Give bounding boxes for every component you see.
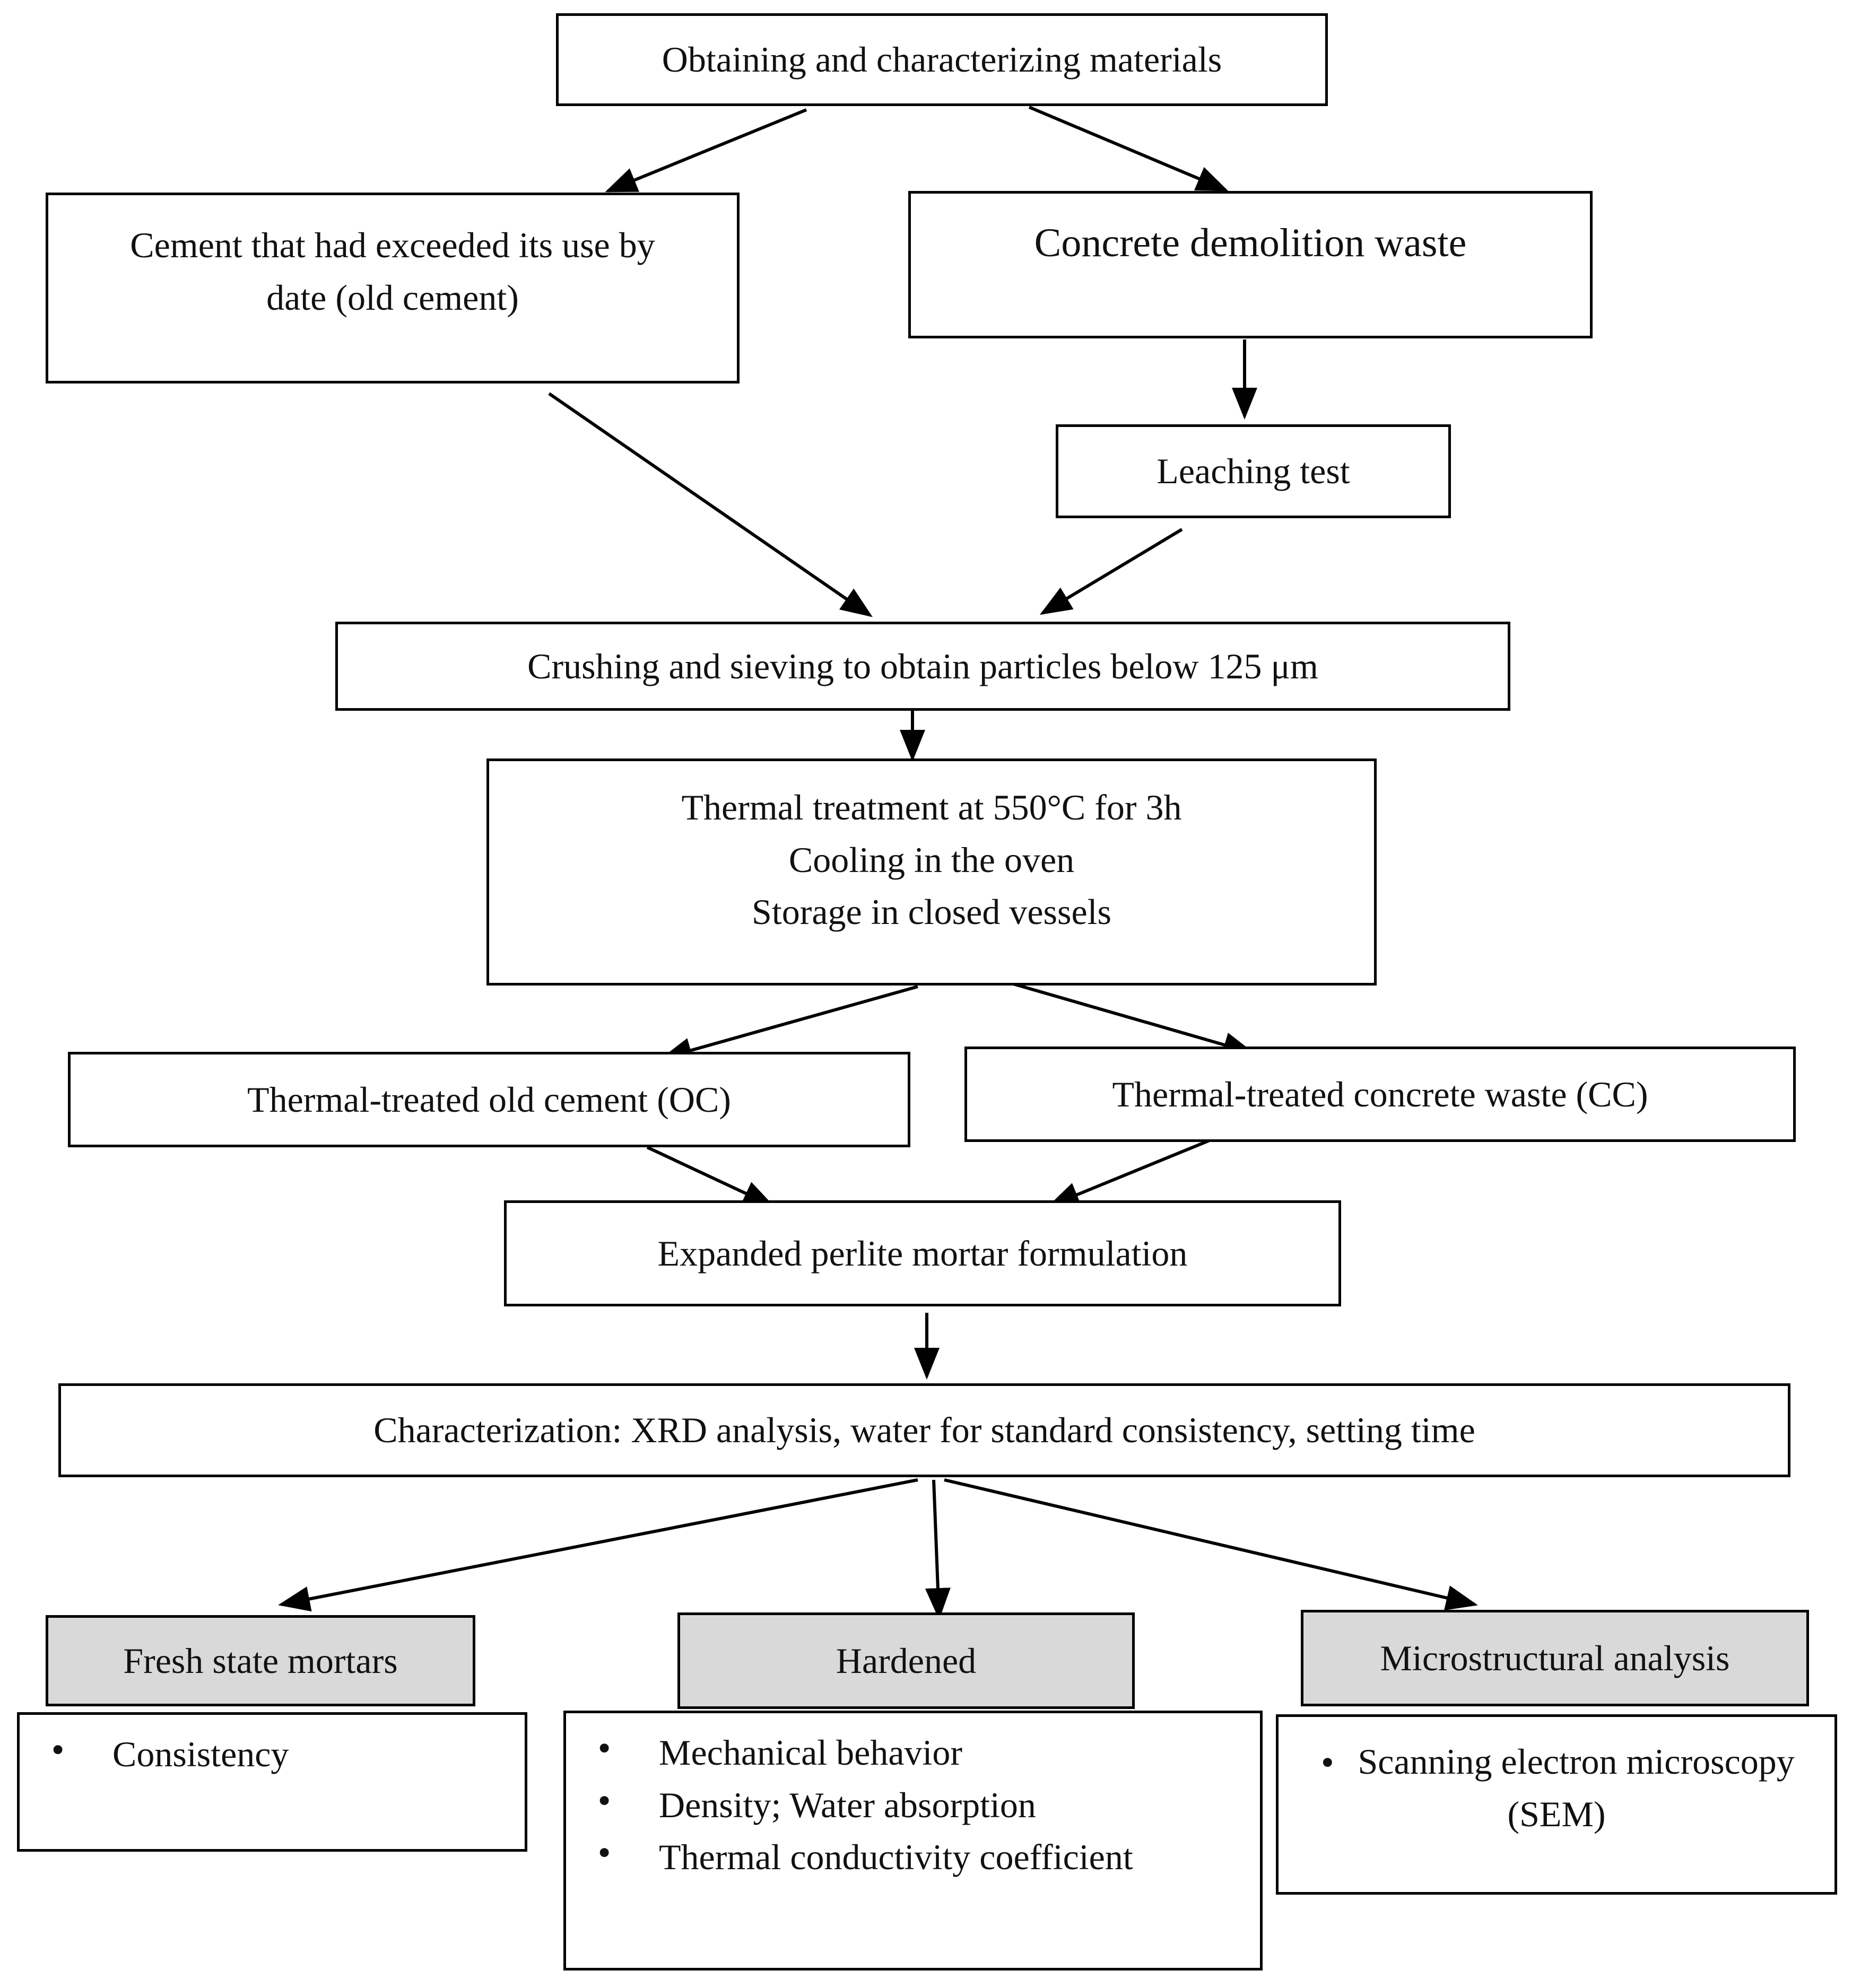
micro-header-box: Microstructural analysis <box>1301 1610 1809 1706</box>
thermal-box: Thermal treatment at 550°C for 3h Coolin… <box>486 758 1377 986</box>
fresh-header-box: Fresh state mortars <box>46 1615 475 1706</box>
hardened-item-thermal: Thermal conductivity coefficient <box>566 1831 1260 1884</box>
hardened-item-density: Density; Water absorption <box>566 1779 1260 1832</box>
arrow-obtaining-to-concrete-waste <box>1028 106 1229 191</box>
oc-box: Thermal-treated old cement (OC) <box>68 1052 910 1147</box>
arrow-characterization-to-fresh <box>278 1478 918 1612</box>
fresh-item-consistency: Consistency <box>20 1728 525 1781</box>
arrow-characterization-to-micro <box>944 1478 1478 1611</box>
arrow-thermal-to-oc <box>660 985 918 1063</box>
concrete-waste-box: Concrete demolition waste <box>908 191 1593 338</box>
micro-item-sem: Scanning electron microscopy (SEM) <box>1279 1736 1834 1840</box>
perlite-label: Expanded perlite mortar formulation <box>657 1233 1188 1274</box>
micro-items-box: Scanning electron microscopy (SEM) <box>1276 1714 1837 1895</box>
characterization-label: Characterization: XRD analysis, water fo… <box>373 1410 1475 1451</box>
thermal-line-1: Thermal treatment at 550°C for 3h <box>681 787 1182 827</box>
arrow-obtaining-to-old-cement <box>605 108 807 193</box>
hardened-items-box: Mechanical behavior Density; Water absor… <box>563 1711 1263 1970</box>
thermal-line-2: Cooling in the oven <box>788 839 1075 880</box>
thermal-line-3: Storage in closed vessels <box>752 892 1111 932</box>
arrow-leaching-to-crushing <box>1039 528 1183 615</box>
arrow-old-cement-to-crushing <box>548 392 873 617</box>
obtaining-label: Obtaining and characterizing materials <box>662 39 1222 80</box>
characterization-box: Characterization: XRD analysis, water fo… <box>58 1383 1790 1477</box>
concrete-waste-label: Concrete demolition waste <box>1034 221 1467 265</box>
arrow-cc-to-perlite <box>1047 1138 1213 1207</box>
old-cement-line-1: Cement that had exceeded its use by <box>130 225 655 265</box>
arrow-thermal-to-cc <box>1013 982 1255 1058</box>
perlite-box: Expanded perlite mortar formulation <box>504 1200 1341 1306</box>
micro-items-list: Scanning electron microscopy (SEM) <box>1279 1736 1834 1840</box>
hardened-items-list: Mechanical behavior Density; Water absor… <box>566 1727 1260 1884</box>
arrow-oc-to-perlite <box>646 1146 775 1207</box>
cc-label: Thermal-treated concrete waste (CC) <box>1112 1074 1648 1114</box>
fresh-header-label: Fresh state mortars <box>123 1640 398 1681</box>
hardened-header-label: Hardened <box>836 1640 977 1681</box>
old-cement-line-2: date (old cement) <box>266 277 519 318</box>
crushing-box: Crushing and sieving to obtain particles… <box>335 622 1510 711</box>
fresh-items-list: Consistency <box>20 1728 525 1781</box>
old-cement-box: Cement that had exceeded its use by date… <box>46 193 740 383</box>
cc-box: Thermal-treated concrete waste (CC) <box>964 1047 1796 1142</box>
fresh-items-box: Consistency <box>17 1712 527 1852</box>
arrow-characterization-to-hardened <box>925 1479 951 1620</box>
micro-header-label: Microstructural analysis <box>1380 1637 1730 1678</box>
crushing-label: Crushing and sieving to obtain particles… <box>527 646 1318 686</box>
leaching-label: Leaching test <box>1157 451 1350 492</box>
obtaining-box: Obtaining and characterizing materials <box>556 13 1328 106</box>
hardened-header-box: Hardened <box>677 1612 1135 1709</box>
oc-label: Thermal-treated old cement (OC) <box>247 1079 731 1120</box>
leaching-box: Leaching test <box>1056 424 1451 518</box>
hardened-item-mechanical: Mechanical behavior <box>566 1727 1260 1779</box>
